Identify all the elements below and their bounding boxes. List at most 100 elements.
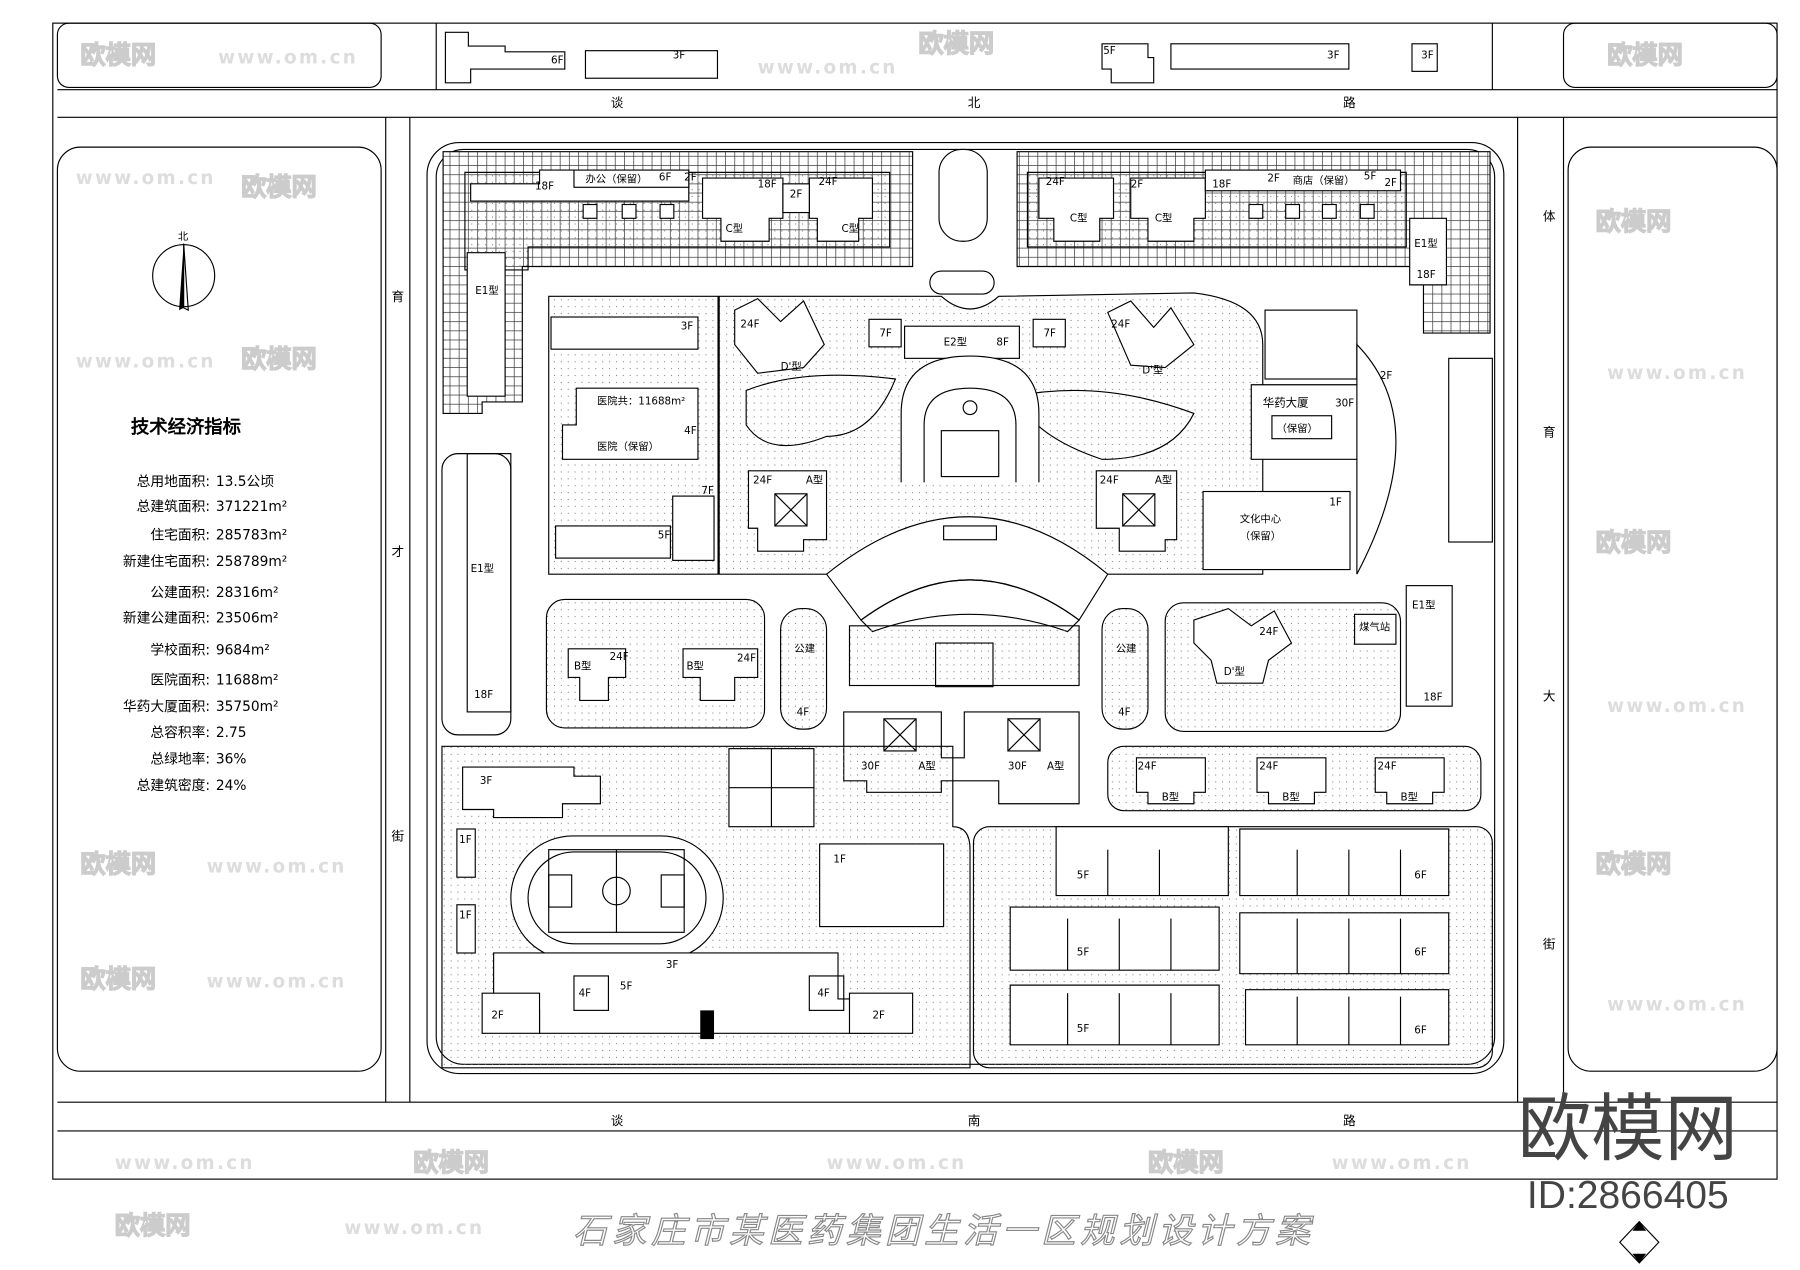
central-block (548, 292, 1493, 633)
type-label: E1型 (1412, 599, 1435, 612)
table-title: 技术经济指标 (131, 416, 241, 438)
type-label: B型 (686, 659, 703, 672)
floor-label: 2F (491, 1009, 504, 1021)
orientation-symbol-icon (1618, 1220, 1660, 1264)
floor-label: 2F (1384, 177, 1397, 189)
indicator-label: 总建筑面积: (137, 499, 210, 515)
roads (56, 22, 1778, 1132)
street-north-char: 谈 (611, 95, 624, 110)
floor-label: 1F (459, 834, 472, 846)
building-note: （保留） (1240, 530, 1281, 543)
floor-label: 1F (1329, 496, 1342, 508)
floor-label: 6F (1414, 869, 1427, 881)
street-east-char: 大 (1543, 688, 1556, 703)
watermark-brand: 欧模网 (413, 1148, 489, 1177)
north-arrow-icon (179, 243, 184, 311)
type-label: C型 (726, 222, 744, 235)
north-existing-buildings (444, 31, 1438, 84)
logo-id: ID:2866405 (1527, 1174, 1729, 1217)
watermarks: 欧模网 www.om.cn www.om.cn 欧模网 欧模网 www.om.c… (76, 28, 1747, 1241)
floor-label: 24F (1378, 760, 1397, 772)
floor-label: 3F (1421, 50, 1434, 62)
indicator-label: 新建公建面积: (123, 610, 210, 626)
floor-label: 24F (1259, 626, 1278, 638)
school-block (441, 745, 971, 1069)
type-label: E2型 (944, 336, 967, 349)
floor-label: 24F (753, 474, 772, 486)
street-east-char: 街 (1543, 936, 1556, 951)
plan-title: 石家庄市某医药集团生活一区规划设计方案 (573, 1211, 1314, 1251)
watermark-site: www.om.cn (827, 1153, 967, 1174)
floor-label: 24F (1111, 318, 1130, 330)
type-label: D'型 (781, 360, 802, 373)
indicator-value: 9684m² (216, 643, 270, 659)
watermark-brand: 欧模网 (1596, 528, 1672, 557)
floor-label: 4F (797, 706, 810, 718)
floor-label: 5F (1077, 869, 1090, 881)
floor-label: 2F (872, 1009, 885, 1021)
floor-label: 30F (861, 760, 880, 772)
watermark-brand: 欧模网 (1607, 40, 1683, 69)
street-east-char: 育 (1543, 424, 1556, 439)
watermark-site: www.om.cn (218, 47, 358, 68)
floor-label: 24F (610, 651, 629, 663)
watermark-brand: 欧模网 (918, 29, 994, 58)
building-name: 公建 (794, 642, 815, 655)
floor-label: 7F (701, 485, 714, 497)
building-name: 文化中心 (1240, 513, 1281, 526)
watermark-site: www.om.cn (344, 1218, 484, 1239)
logo-text: 欧模网 (1518, 1087, 1738, 1172)
floor-label: 3F (1327, 50, 1340, 62)
type-label: B型 (1162, 790, 1179, 803)
floor-label: 5F (1077, 1023, 1090, 1035)
indicator-value: 36% (216, 752, 247, 768)
street-names: 谈 北 路 谈 南 路 育 才 街 体 育 大 街 (391, 95, 1555, 1128)
floor-label: 1F (459, 910, 472, 922)
hospital-3f (550, 316, 699, 350)
floor-label: 5F (658, 530, 671, 542)
watermark-brand: 欧模网 (1596, 207, 1672, 236)
floor-label: 5F (1103, 45, 1116, 57)
type-label: B型 (1282, 790, 1299, 803)
indicator-value: 2.75 (216, 725, 247, 741)
watermark-site: www.om.cn (207, 857, 347, 878)
indicator-value: 35750m² (216, 699, 279, 715)
floor-label: 18F (758, 178, 777, 190)
indicator-value: 11688m² (216, 672, 279, 688)
floor-label: 3F (480, 775, 493, 787)
floor-label: 18F (1417, 269, 1436, 281)
south-residential-block (972, 826, 1493, 1069)
indicator-label: 学校面积: (150, 642, 210, 659)
floor-label: 24F (1138, 760, 1157, 772)
building-name: 公建 (1116, 642, 1137, 655)
watermark-site: www.om.cn (1607, 696, 1747, 717)
street-south-char: 路 (1343, 1113, 1356, 1128)
indicator-value: 28316m² (216, 585, 279, 601)
indicator-label: 华药大厦面积: (123, 699, 210, 715)
indicator-value: 285783m² (216, 528, 287, 544)
street-west-char: 育 (391, 289, 404, 304)
floor-label: 30F (1008, 760, 1027, 772)
floor-label: 18F (474, 689, 493, 701)
type-label: D'型 (1142, 363, 1163, 376)
floor-label: 2F (684, 171, 697, 183)
indicator-label: 新建住宅面积: (123, 554, 210, 570)
floor-label: 18F (535, 181, 554, 193)
floor-label: 3F (673, 50, 686, 62)
type-label: A型 (1047, 759, 1064, 772)
street-west-char: 街 (391, 828, 404, 843)
floor-label: 24F (1046, 176, 1065, 188)
street-south-char: 南 (968, 1113, 981, 1128)
indicator-value: 23506m² (216, 610, 279, 626)
floor-label: 1F (833, 853, 846, 865)
floor-label: 18F (1212, 178, 1231, 190)
indicator-value: 371221m² (216, 499, 287, 515)
central-plaza (900, 355, 1040, 483)
type-label: E1型 (1414, 237, 1437, 250)
floor-label: 24F (1100, 474, 1119, 486)
north-compass: 北 (152, 231, 216, 312)
indicator-label: 总建筑密度: (137, 777, 210, 794)
type-label: B型 (574, 659, 591, 672)
floor-label: 5F (1364, 170, 1377, 182)
